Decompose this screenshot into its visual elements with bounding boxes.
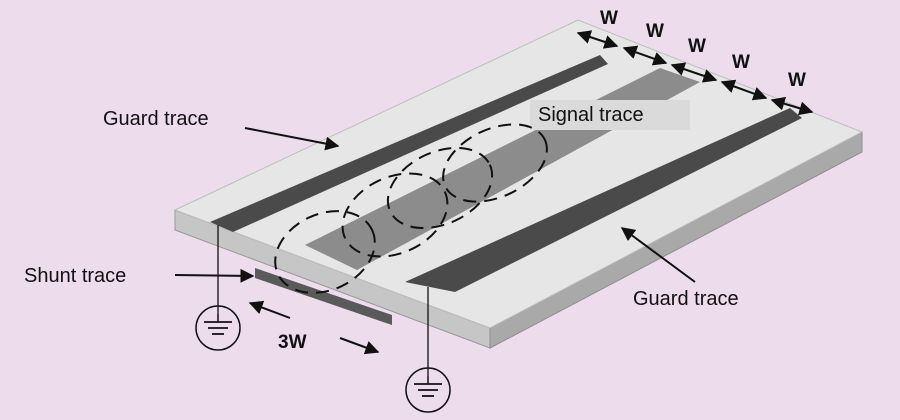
guard-trace-top-label: Guard trace — [103, 108, 209, 130]
guard-trace-bottom-label: Guard trace — [633, 288, 739, 310]
spacing-label-w: W — [600, 8, 618, 29]
shunt-trace-pointer — [174, 268, 255, 283]
field-loop — [274, 210, 376, 294]
spacing-arrow-5 — [770, 96, 814, 116]
spacing-label-w: W — [646, 21, 664, 42]
electric-field-lines — [274, 123, 548, 294]
spacing-3w-arrow-right — [339, 337, 380, 355]
ground-connection-left — [195, 225, 241, 351]
spacing-label-w: W — [732, 52, 750, 73]
guard-trace-left — [210, 55, 608, 232]
spacing-arrow-3 — [670, 62, 718, 83]
pcb-board — [173, 19, 864, 349]
spacing-label-w: W — [688, 36, 706, 57]
spacing-arrows — [576, 30, 814, 116]
spacing-arrow-2 — [622, 45, 668, 66]
field-loop — [442, 123, 548, 203]
guard-trace-bottom-pointer — [620, 227, 696, 283]
spacing-arrow-4 — [720, 79, 768, 101]
ground-symbol-icon — [195, 305, 241, 351]
spacing-3w-arrow-left — [248, 300, 291, 319]
spacing-3w-label: 3W — [278, 332, 307, 353]
shunt-trace-label: Shunt trace — [24, 265, 126, 287]
guard-trace-right — [405, 108, 802, 292]
guard-trace-top-pointer — [244, 127, 340, 151]
shunt-trace — [255, 268, 392, 325]
ground-connection-right — [405, 287, 451, 413]
field-loop — [341, 172, 449, 258]
ground-symbol-icon — [405, 367, 451, 413]
signal-trace-label: Signal trace — [538, 104, 644, 126]
field-loop — [386, 146, 494, 230]
spacing-arrow-1 — [576, 30, 619, 49]
signal-trace-label-panel — [530, 100, 690, 130]
spacing-label-w: W — [788, 70, 806, 91]
